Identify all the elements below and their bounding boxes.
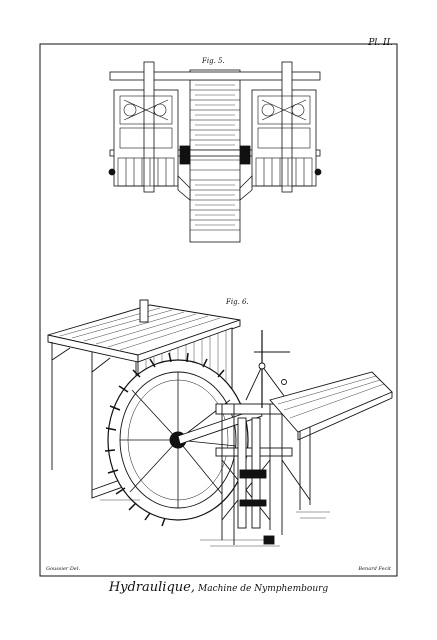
fig5-plan-view: [108, 61, 322, 243]
fig5-label: Fig. 5.: [202, 57, 225, 65]
plate-number: Pl. II.: [368, 38, 393, 48]
plate-title-sub: Machine de Nymphembourg: [198, 584, 329, 594]
fig6-perspective-view: [47, 299, 393, 547]
plate-frame: [39, 43, 398, 577]
plate-title: Hydraulique,Machine de Nymphembourg: [0, 580, 437, 595]
plate-title-main: Hydraulique,: [108, 580, 195, 595]
credit-engraver: Benard Fecit: [358, 566, 391, 572]
credit-draftsman: Goussier Del.: [46, 566, 81, 572]
fig6-label: Fig. 6.: [226, 298, 249, 306]
